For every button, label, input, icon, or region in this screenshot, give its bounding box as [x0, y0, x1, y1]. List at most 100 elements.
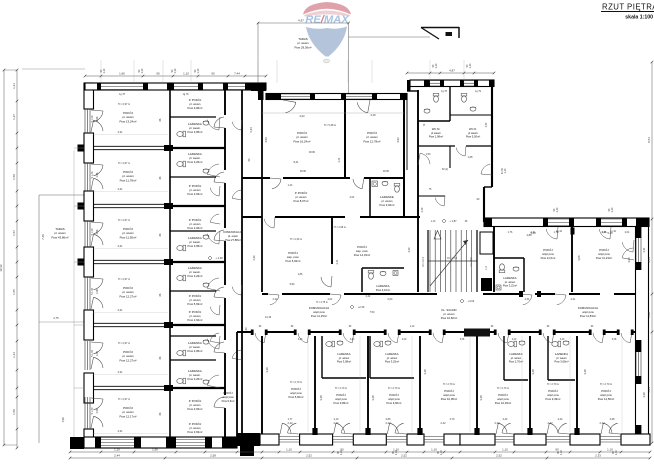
svg-text:POKÓJ: POKÓJ [123, 110, 133, 115]
svg-text:28: 28 [465, 221, 468, 223]
svg-text:1g 79: 1g 79 [475, 91, 481, 93]
svg-text:3,28: 3,28 [371, 395, 375, 401]
svg-text:POKÓJ: POKÓJ [357, 244, 367, 249]
svg-text:Pow 16,82m²: Pow 16,82m² [441, 316, 458, 320]
svg-text:5,44: 5,44 [249, 127, 253, 133]
svg-text:+ 2,39: + 2,39 [215, 256, 223, 260]
svg-text:1,40: 1,40 [244, 327, 248, 333]
svg-text:Pow 11,23m²: Pow 11,23m² [596, 256, 612, 260]
svg-text:1,68: 1,68 [468, 156, 473, 159]
svg-text:POKÓJ: POKÓJ [123, 285, 133, 290]
svg-text:POKÓJ: POKÓJ [599, 247, 609, 252]
svg-text:POKÓJ: POKÓJ [123, 226, 133, 231]
svg-text:2,49: 2,49 [421, 207, 424, 212]
svg-text:POKÓJ: POKÓJ [548, 388, 558, 393]
svg-text:2,42: 2,42 [547, 421, 553, 425]
svg-text:3,20: 3,20 [402, 339, 407, 341]
svg-text:ŁAZIENKE: ŁAZIENKE [380, 195, 394, 199]
svg-text:2,52: 2,52 [496, 454, 502, 458]
svg-text:Pow 16,24m²: Pow 16,24m² [293, 139, 310, 143]
svg-text:4,52: 4,52 [396, 137, 400, 143]
svg-text:wspl pow: wspl pow [542, 252, 554, 256]
svg-text:H = 2,97 m: H = 2,97 m [118, 278, 130, 281]
svg-text:1,10: 1,10 [440, 449, 443, 454]
svg-text:1g 42: 1g 42 [556, 231, 562, 233]
svg-text:pl. wewn: pl. wewn [122, 115, 134, 119]
svg-text:6,00: 6,00 [388, 298, 393, 301]
svg-text:Pow 3,25m²: Pow 3,25m² [385, 360, 399, 364]
svg-text:POKÓJ: POKÓJ [498, 392, 508, 397]
svg-text:5,90: 5,90 [290, 283, 295, 286]
svg-text:3,38: 3,38 [610, 418, 615, 421]
svg-text:P. POKÓJ: P. POKÓJ [189, 421, 202, 426]
svg-text:Pow 2,94m²: Pow 2,94m² [188, 318, 203, 322]
svg-text:Pow 3,22m²: Pow 3,22m² [503, 284, 517, 288]
svg-text:1,55: 1,55 [12, 289, 16, 295]
svg-text:2,75: 2,75 [53, 316, 59, 320]
svg-text:H = 5,38 m: H = 5,38 m [324, 124, 336, 127]
svg-text:90: 90 [432, 64, 435, 67]
svg-text:2,42: 2,42 [385, 421, 391, 425]
svg-text:88: 88 [159, 118, 162, 121]
svg-text:Pow 3,95m²: Pow 3,95m² [188, 349, 203, 353]
svg-text:P. POKÓJ: P. POKÓJ [189, 97, 202, 102]
svg-text:1,10: 1,10 [197, 68, 200, 73]
svg-text:pl. wewn: pl. wewn [511, 356, 522, 360]
svg-text:2,86: 2,86 [386, 418, 391, 421]
svg-text:+3,04: +3,04 [468, 299, 475, 303]
svg-text:1g 78: 1g 78 [441, 91, 447, 93]
svg-text:1,10: 1,10 [607, 448, 613, 452]
svg-text:+2,39: +2,39 [358, 305, 365, 309]
svg-text:1,10: 1,10 [556, 207, 559, 212]
svg-text:pl. wewn: pl. wewn [190, 298, 201, 302]
svg-text:Pow 9,60m²: Pow 9,60m² [387, 401, 402, 405]
svg-text:3x 50: 3x 50 [501, 167, 504, 174]
svg-text:1,10: 1,10 [410, 326, 415, 328]
svg-text:ŁAZIENKA: ŁAZIENKA [188, 369, 202, 373]
svg-text:pl. wewn: pl. wewn [122, 410, 134, 414]
svg-text:90: 90 [608, 208, 611, 211]
svg-text:pl. wewn.: pl. wewn. [189, 156, 201, 160]
svg-text:POKÓJ: POKÓJ [123, 349, 133, 354]
svg-text:Pow 5,6m²: Pow 5,6m² [222, 399, 235, 403]
svg-text:POKÓJ: POKÓJ [288, 250, 298, 255]
svg-text:4,88: 4,88 [526, 233, 532, 237]
svg-text:WC D.: WC D. [469, 127, 477, 131]
svg-text:Pow 11,25m²: Pow 11,25m² [311, 314, 327, 318]
svg-text:3,20: 3,20 [298, 339, 303, 341]
svg-text:3,28: 3,28 [612, 339, 617, 341]
svg-text:H = 2,70 m: H = 2,70 m [600, 383, 612, 386]
svg-text:2,42: 2,42 [440, 421, 446, 425]
svg-text:88: 88 [159, 412, 162, 415]
svg-text:1,10: 1,10 [114, 448, 120, 452]
svg-text:H = 2,70 m: H = 2,70 m [335, 387, 347, 390]
svg-text:90: 90 [211, 72, 215, 76]
svg-text:7,49: 7,49 [41, 234, 45, 240]
svg-text:H = 2,97 m: H = 2,97 m [118, 103, 130, 106]
svg-text:90: 90 [591, 326, 594, 328]
svg-text:1,21: 1,21 [12, 83, 16, 89]
svg-text:90: 90 [349, 326, 352, 328]
svg-text:TARAS: TARAS [55, 227, 64, 231]
svg-text:wspl pow: wspl pow [547, 393, 559, 397]
svg-text:pl. wewn: pl. wewn [122, 231, 134, 235]
svg-text:Pow 12,17m²: Pow 12,17m² [119, 414, 136, 418]
svg-text:1,10: 1,10 [286, 448, 292, 452]
svg-text:4,31: 4,31 [117, 308, 123, 312]
svg-text:pl. wewn.: pl. wewn. [189, 240, 201, 244]
svg-text:ŁAZIENKA: ŁAZIENKA [386, 352, 399, 356]
svg-text:pl. wewn: pl. wewn [190, 426, 201, 430]
svg-text:Pow 3,26m²: Pow 3,26m² [188, 377, 203, 381]
svg-text:Pow 3,95m²: Pow 3,95m² [188, 130, 203, 134]
svg-text:H = 2,97 m: H = 2,97 m [118, 219, 130, 222]
svg-text:TARAS: TARAS [298, 37, 307, 41]
svg-text:1,76: 1,76 [508, 231, 513, 234]
svg-text:pl. wewn: pl. wewn [190, 314, 201, 318]
svg-text:Pow 12,78m²: Pow 12,78m² [363, 139, 380, 143]
svg-text:90 80: 90 80 [309, 151, 316, 154]
svg-text:WC M.: WC M. [432, 127, 440, 131]
svg-text:1,10: 1,10 [469, 63, 472, 68]
svg-text:Pow 3,92m²: Pow 3,92m² [380, 203, 395, 207]
svg-text:Pow 27,88m²: Pow 27,88m² [225, 238, 241, 242]
svg-text:P. POKÓJ: P. POKÓJ [189, 183, 202, 188]
